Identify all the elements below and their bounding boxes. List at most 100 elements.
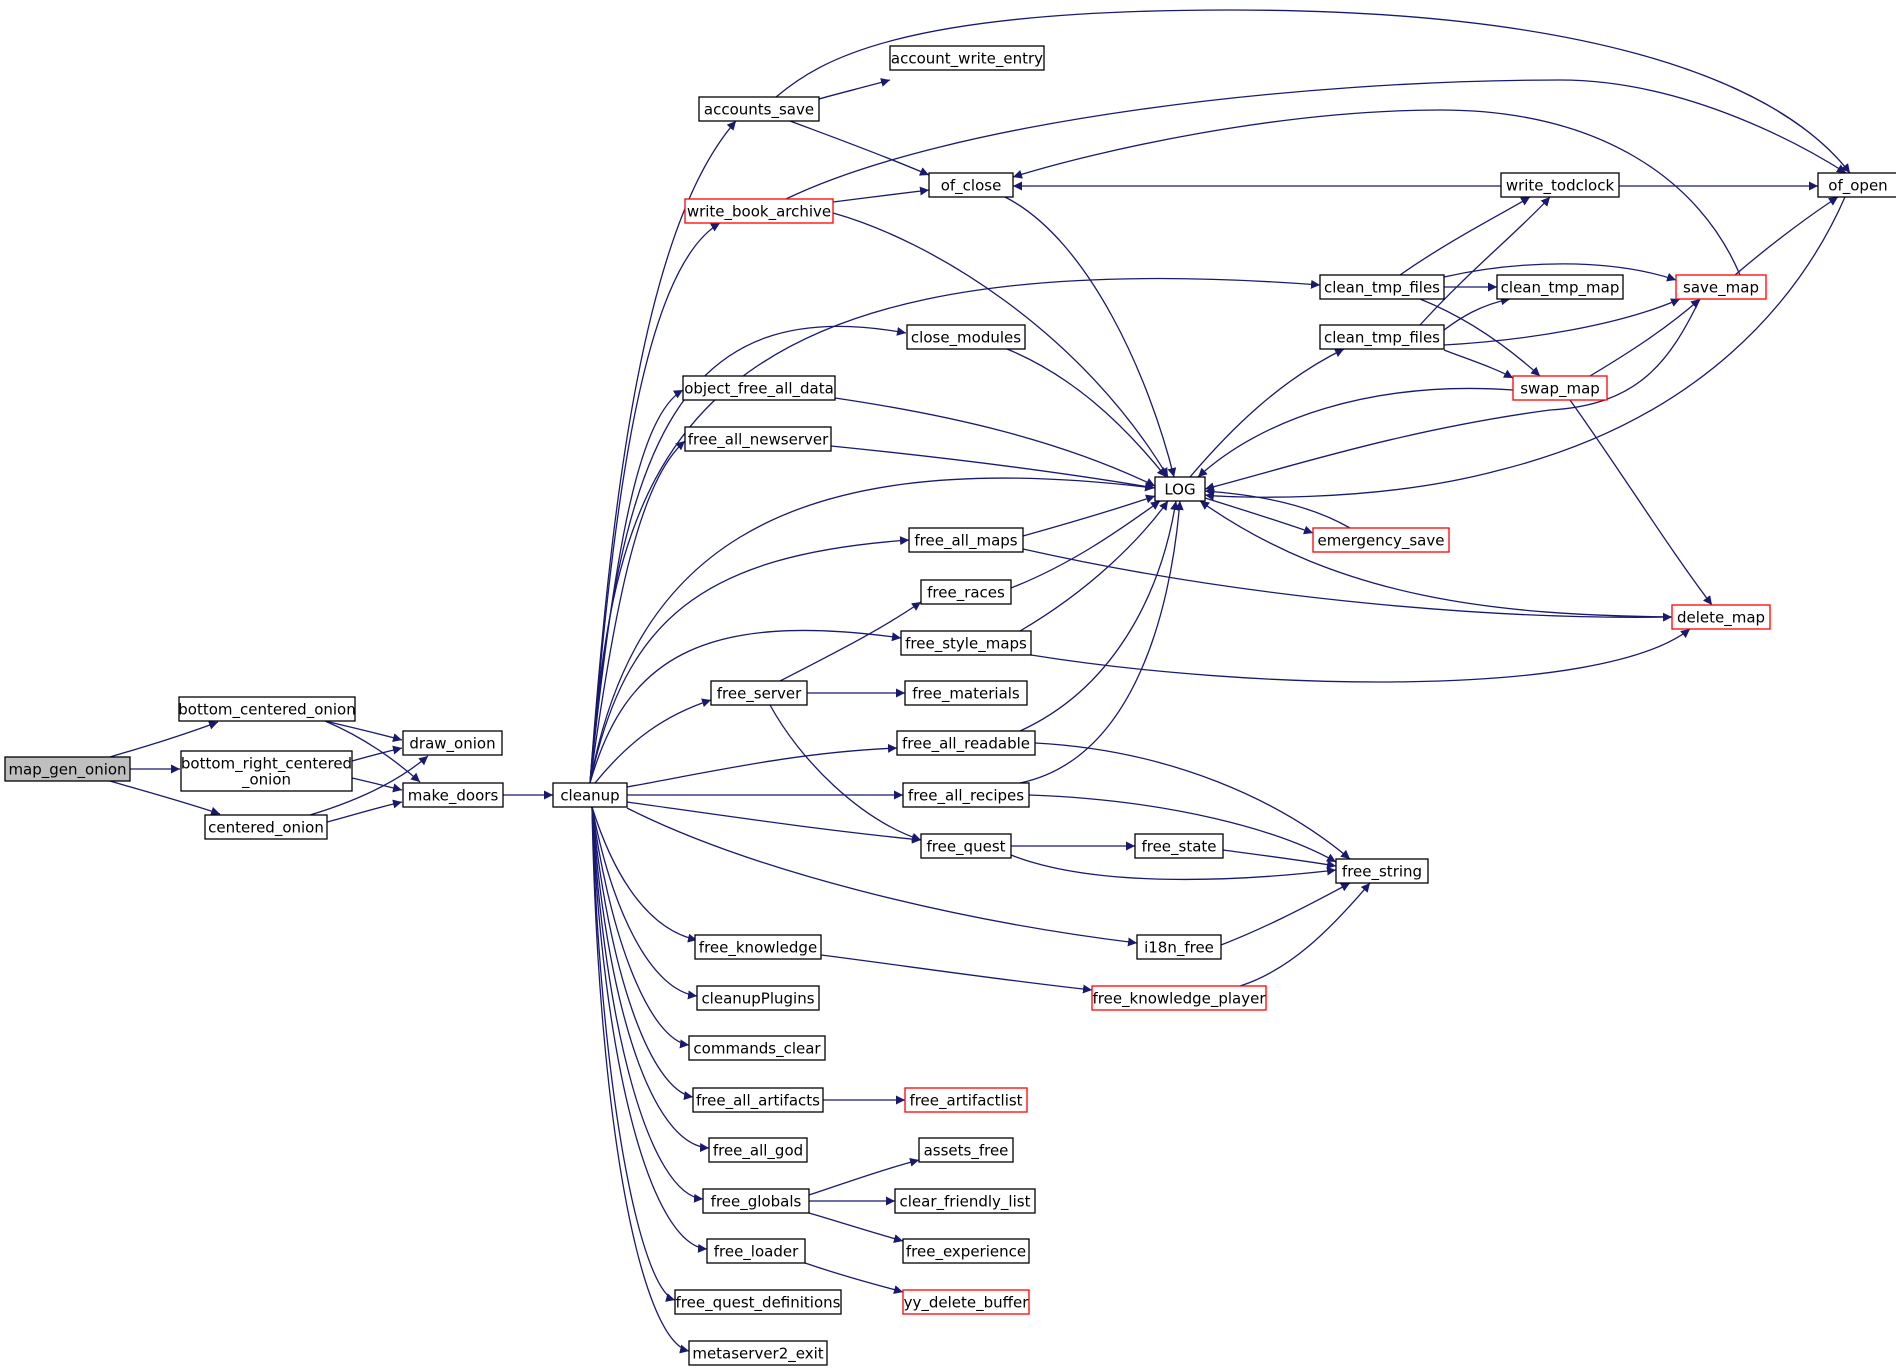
node-label: free_style_maps xyxy=(905,635,1027,654)
edge-free_knowledge_player-to-free_string xyxy=(1239,882,1371,987)
node-free_string[interactable]: free_string xyxy=(1335,858,1429,884)
node-free_style_maps[interactable]: free_style_maps xyxy=(900,630,1032,656)
node-label: metaserver2_exit xyxy=(692,1345,823,1364)
edge-cleanup-to-free_all_newserver xyxy=(589,440,686,784)
node-make_doors[interactable]: make_doors xyxy=(402,782,504,808)
edge-free_quest-to-free_string xyxy=(1010,854,1337,881)
node-box xyxy=(920,833,1012,859)
node-emergency_save[interactable]: emergency_save xyxy=(1312,527,1450,553)
node-free_state[interactable]: free_state xyxy=(1134,833,1224,859)
node-commands_clear[interactable]: commands_clear xyxy=(688,1035,826,1061)
node-free_knowledge[interactable]: free_knowledge xyxy=(694,934,822,960)
node-free_all_recipes[interactable]: free_all_recipes xyxy=(902,782,1030,808)
node-box xyxy=(702,1188,810,1214)
node-map_gen_onion[interactable]: map_gen_onion xyxy=(4,756,131,782)
node-clean_tmp_files_2[interactable]: clean_tmp_files xyxy=(1319,324,1445,350)
edge-clean_tmp_files_2-to-write_todclock xyxy=(1419,196,1551,326)
node-box xyxy=(1154,476,1206,502)
edge-save_map-to-of_open xyxy=(1734,196,1839,276)
node-free_knowledge_player[interactable]: free_knowledge_player xyxy=(1091,985,1267,1011)
node-box xyxy=(896,730,1036,756)
node-cleanupPlugins[interactable]: cleanupPlugins xyxy=(696,985,820,1011)
node-of_close[interactable]: of_close xyxy=(928,172,1014,198)
node-swap_map[interactable]: swap_map xyxy=(1512,375,1608,401)
node-box xyxy=(1136,934,1222,960)
node-box xyxy=(706,1238,806,1264)
node-free_artifactlist[interactable]: free_artifactlist xyxy=(904,1087,1028,1113)
node-bottom_centered_onion[interactable]: bottom_centered_onion xyxy=(178,696,356,722)
node-label: free_races xyxy=(927,584,1005,603)
edge-cleanup-to-free_style_maps xyxy=(589,629,902,784)
node-delete_map[interactable]: delete_map xyxy=(1671,604,1771,630)
node-assets_free[interactable]: assets_free xyxy=(918,1137,1014,1163)
node-label: free_all_god xyxy=(713,1142,803,1161)
node-free_all_maps[interactable]: free_all_maps xyxy=(908,527,1024,553)
edge-free_server-to-free_races xyxy=(779,601,922,682)
edge-cleanup-to-free_all_god xyxy=(591,806,710,1153)
edge-free_style_maps-to-delete_map xyxy=(1030,628,1691,683)
node-free_server[interactable]: free_server xyxy=(710,680,808,706)
node-free_experience[interactable]: free_experience xyxy=(902,1238,1030,1264)
edge-close_modules-to-LOG xyxy=(1006,348,1167,478)
node-LOG[interactable]: LOG xyxy=(1154,476,1206,502)
node-label: clear_friendly_list xyxy=(900,1193,1031,1212)
node-accounts_save[interactable]: accounts_save xyxy=(698,96,820,122)
node-free_materials[interactable]: free_materials xyxy=(904,680,1028,706)
edge-clean_tmp_files_2-to-clean_tmp_map xyxy=(1443,296,1511,331)
edge-accounts_save-to-of_close xyxy=(789,120,930,176)
node-free_races[interactable]: free_races xyxy=(920,579,1012,605)
node-write_todclock[interactable]: write_todclock xyxy=(1500,172,1620,198)
node-object_free_all_data[interactable]: object_free_all_data xyxy=(682,375,836,401)
node-close_modules[interactable]: close_modules xyxy=(906,324,1026,350)
edge-write_book_archive-to-of_open xyxy=(785,79,1847,200)
node-free_quest[interactable]: free_quest xyxy=(920,833,1012,859)
node-write_book_archive[interactable]: write_book_archive xyxy=(684,198,834,224)
node-draw_onion[interactable]: draw_onion xyxy=(402,730,503,756)
node-yy_delete_buffer[interactable]: yy_delete_buffer xyxy=(902,1289,1030,1315)
node-box xyxy=(904,680,1028,706)
node-clean_tmp_files_1[interactable]: clean_tmp_files xyxy=(1319,274,1445,300)
node-label: free_all_recipes xyxy=(908,787,1024,806)
node-box xyxy=(684,426,832,452)
node-label: write_book_archive xyxy=(687,203,831,222)
node-clean_tmp_map[interactable]: clean_tmp_map xyxy=(1496,274,1624,300)
node-free_loader[interactable]: free_loader xyxy=(706,1238,806,1264)
node-label: cleanup xyxy=(560,787,619,805)
edge-cleanup-to-free_quest_definitions xyxy=(591,806,676,1302)
node-bottom_right_centered_onion[interactable]: bottom_right_centered_onion xyxy=(180,750,353,792)
node-box xyxy=(402,730,503,756)
node-free_all_artifacts[interactable]: free_all_artifacts xyxy=(692,1087,824,1113)
node-box xyxy=(1312,527,1450,553)
node-label: free_all_newserver xyxy=(688,431,829,450)
node-free_quest_definitions[interactable]: free_quest_definitions xyxy=(674,1289,842,1315)
node-label: free_all_maps xyxy=(914,532,1017,551)
node-label: LOG xyxy=(1164,481,1195,499)
node-clear_friendly_list[interactable]: clear_friendly_list xyxy=(894,1188,1036,1214)
node-metaserver2_exit[interactable]: metaserver2_exit xyxy=(688,1340,828,1366)
node-of_open[interactable]: of_open xyxy=(1817,172,1896,198)
node-box xyxy=(674,1289,842,1315)
edge-i18n_free-to-free_string xyxy=(1220,882,1351,946)
node-box xyxy=(1496,274,1624,300)
node-free_all_readable[interactable]: free_all_readable xyxy=(896,730,1036,756)
node-free_all_god[interactable]: free_all_god xyxy=(708,1137,808,1163)
node-account_write_entry[interactable]: account_write_entry xyxy=(889,45,1045,71)
node-box xyxy=(1675,274,1767,300)
node-save_map[interactable]: save_map xyxy=(1675,274,1767,300)
node-label: centered_onion xyxy=(208,819,324,838)
node-label: free_globals xyxy=(711,1193,802,1212)
node-cleanup[interactable]: cleanup xyxy=(552,782,628,808)
node-box xyxy=(902,1289,1030,1315)
node-free_all_newserver[interactable]: free_all_newserver xyxy=(684,426,832,452)
node-box xyxy=(204,814,328,840)
edge-free_globals-to-assets_free xyxy=(808,1157,920,1196)
node-centered_onion[interactable]: centered_onion xyxy=(204,814,328,840)
edge-free_all_recipes-to-free_string xyxy=(1028,794,1337,863)
edge-cleanup-to-commands_clear xyxy=(591,806,690,1049)
node-box xyxy=(694,934,822,960)
edge-free_all_readable-to-LOG xyxy=(1019,500,1180,732)
node-i18n_free[interactable]: i18n_free xyxy=(1136,934,1222,960)
node-free_globals[interactable]: free_globals xyxy=(702,1188,810,1214)
edge-clean_tmp_files_1-to-write_todclock xyxy=(1399,196,1531,276)
